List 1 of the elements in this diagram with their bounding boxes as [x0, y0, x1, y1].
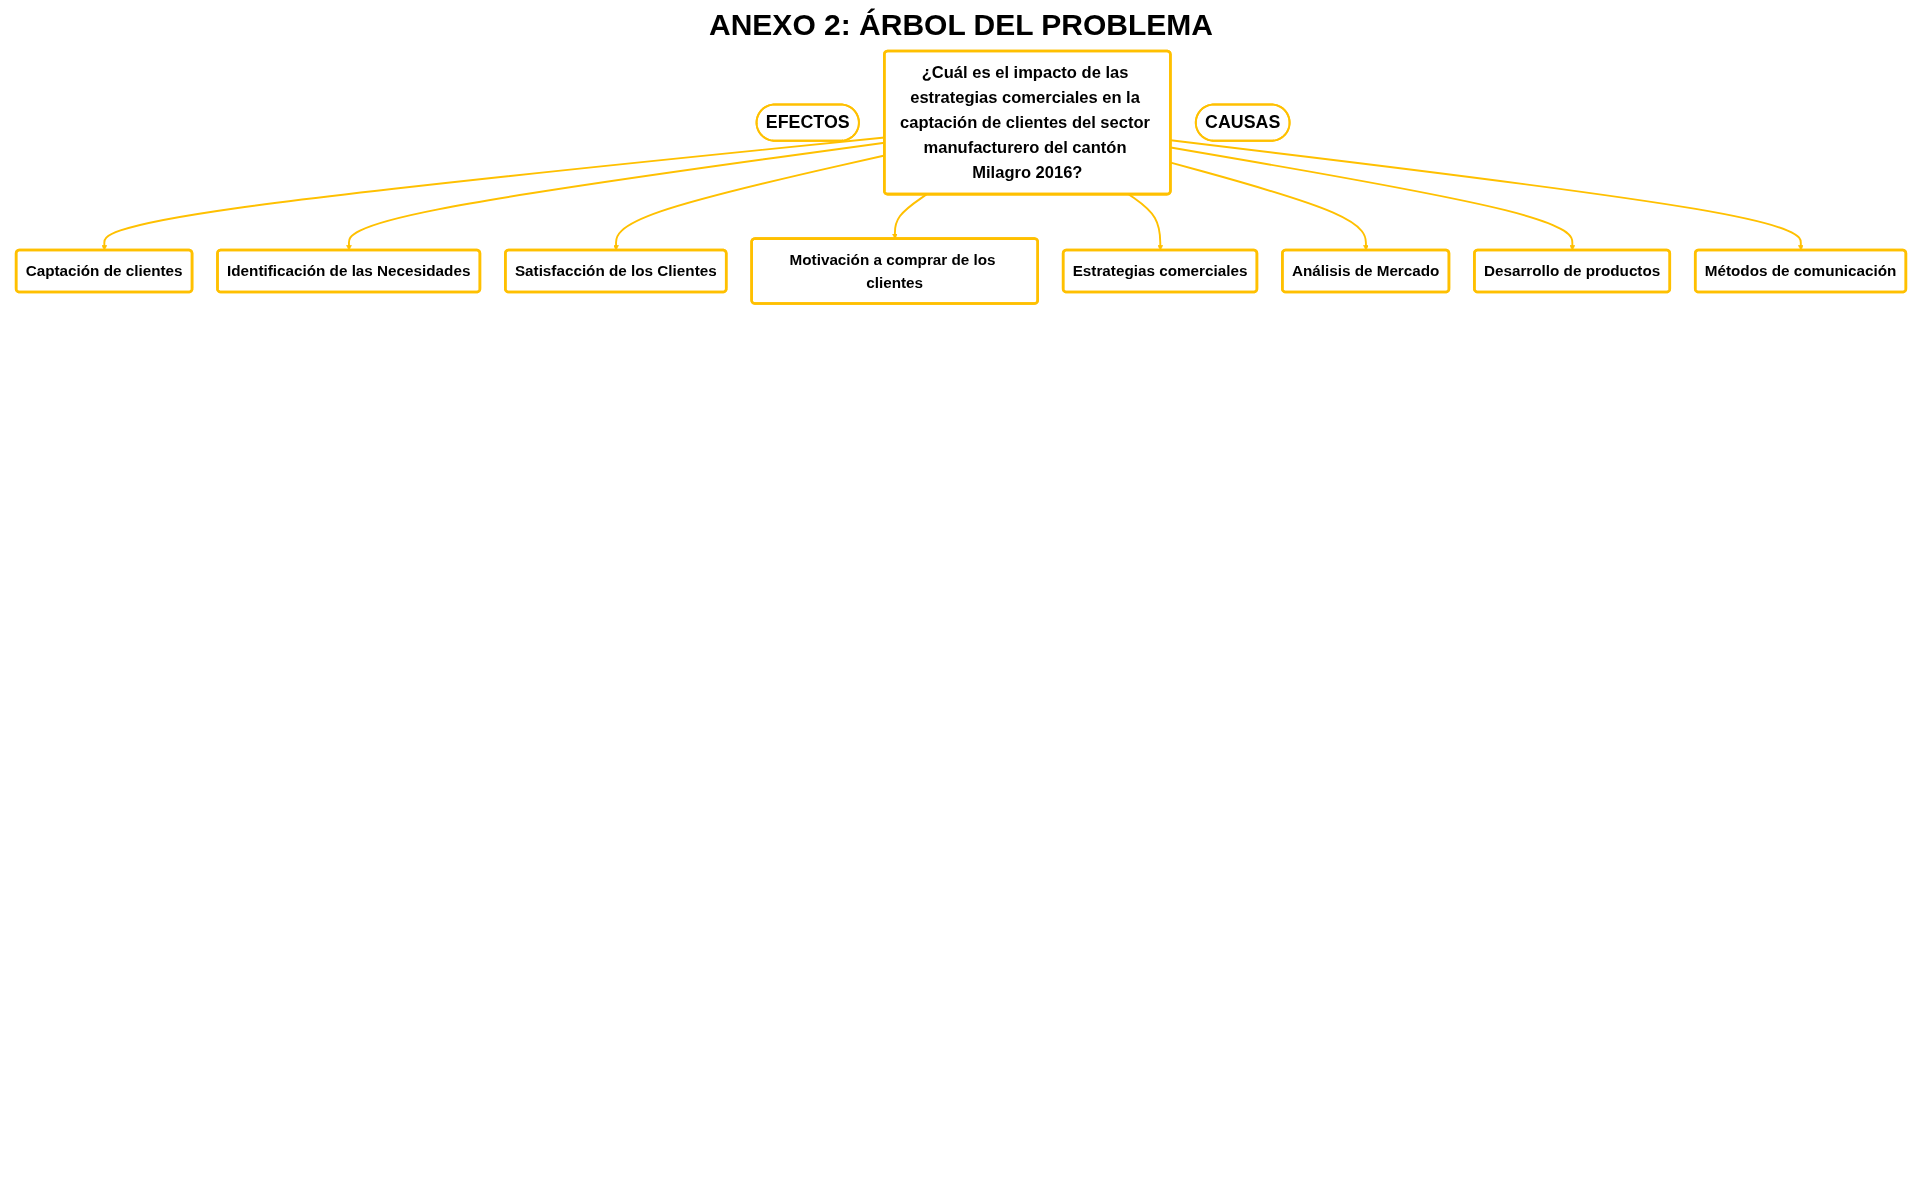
diagram-title: ANEXO 2: ÁRBOL DEL PROBLEMA — [708, 8, 1214, 42]
